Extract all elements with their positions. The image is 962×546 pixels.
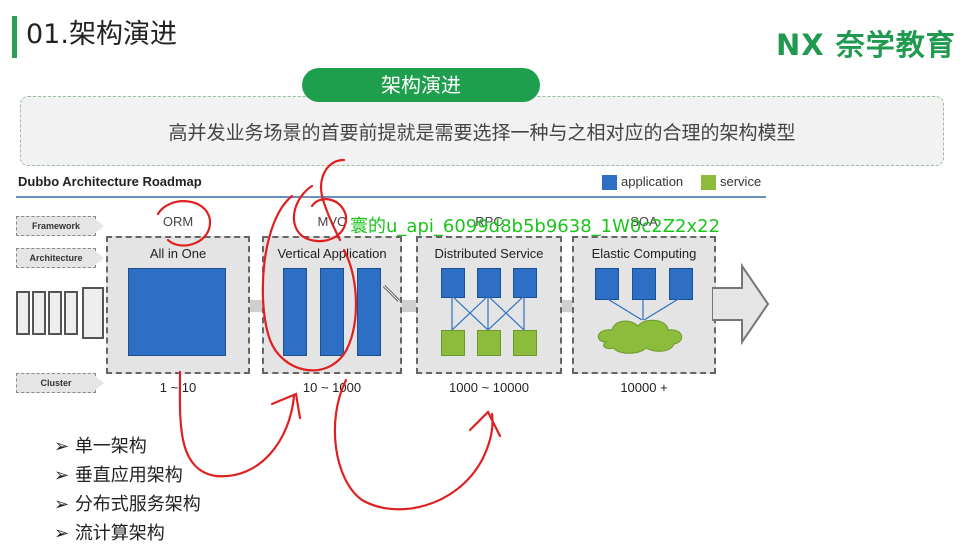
row-tag-cluster: Cluster <box>16 373 104 393</box>
stage-scale-all-in-one: 1 ~ 10 <box>159 380 197 395</box>
row-tag-architecture: Architecture <box>16 248 104 268</box>
stage-scale-distributed-service: 1000 ~ 10000 <box>449 380 529 395</box>
stage-name-distributed-service: Distributed Service <box>434 246 544 261</box>
stage-scale-elastic-computing: 10000 + <box>620 380 668 395</box>
watermark-text: 寰的u_api_6099d8b5b9638_1W0c2Z2x22 <box>350 216 721 237</box>
application-block <box>595 268 619 300</box>
list-item: ➢ 垂直应用架构 <box>54 465 183 486</box>
note-box <box>20 96 944 166</box>
brand-logo: NX 奈学教育 <box>776 28 956 62</box>
application-block <box>477 268 501 298</box>
service-block <box>441 330 465 356</box>
server-rack-icon <box>16 287 104 339</box>
service-links <box>451 296 525 330</box>
application-block <box>632 268 656 300</box>
page-title: 01.架构演进 <box>26 19 177 50</box>
legend-application-label: application <box>621 174 684 189</box>
application-block <box>128 268 226 356</box>
list-item: ➢ 单一架构 <box>54 436 147 457</box>
note-text: 高并发业务场景的首要前提就是需要选择一种与之相对应的合理的架构模型 <box>168 122 796 144</box>
bullet-arrow-icon: ➢ <box>54 494 75 515</box>
stage-scale-vertical-application: 10 ~ 1000 <box>302 380 362 395</box>
stage-name-elastic-computing: Elastic Computing <box>591 246 697 261</box>
application-block <box>320 268 344 356</box>
section-pill: 架构演进 <box>302 68 540 102</box>
roadmap-divider <box>16 196 766 198</box>
stage-elastic-computing <box>572 236 716 374</box>
stage-label-soa: SOA <box>630 214 658 229</box>
row-tag-framework: Framework <box>16 216 104 236</box>
list-item: ➢ 分布式服务架构 <box>54 494 201 515</box>
list-item: ➢ 流计算架构 <box>54 523 165 544</box>
legend-application-swatch <box>602 175 617 190</box>
legend-service-swatch <box>701 175 716 190</box>
bullet-arrow-icon: ➢ <box>54 523 75 544</box>
application-block <box>441 268 465 298</box>
title-accent-bar <box>12 16 17 58</box>
legend-service-label: service <box>720 174 762 189</box>
roadmap-title: Dubbo Architecture Roadmap <box>18 174 202 189</box>
application-block <box>357 268 381 356</box>
stage-connector <box>398 300 418 312</box>
pen-cursor-icon <box>382 284 401 303</box>
stage-name-vertical-application: Vertical Application <box>277 246 387 261</box>
service-block <box>513 330 537 356</box>
bullet-list: ➢ 单一架构 ➢ 垂直应用架构 ➢ 分布式服务架构 ➢ 流计算架构 <box>54 432 201 545</box>
application-block <box>513 268 537 298</box>
stage-label-orm: ORM <box>162 214 194 229</box>
stage-name-all-in-one: All in One <box>149 246 207 261</box>
application-block <box>283 268 307 356</box>
bullet-arrow-icon: ➢ <box>54 465 75 486</box>
service-cloud-icon <box>597 298 683 354</box>
service-block <box>477 330 501 356</box>
bullet-arrow-icon: ➢ <box>54 436 75 457</box>
stage-label-rpc: RPC <box>475 214 503 229</box>
application-block <box>669 268 693 300</box>
roadmap-arrow-icon <box>712 262 770 346</box>
stage-connector <box>248 300 264 312</box>
